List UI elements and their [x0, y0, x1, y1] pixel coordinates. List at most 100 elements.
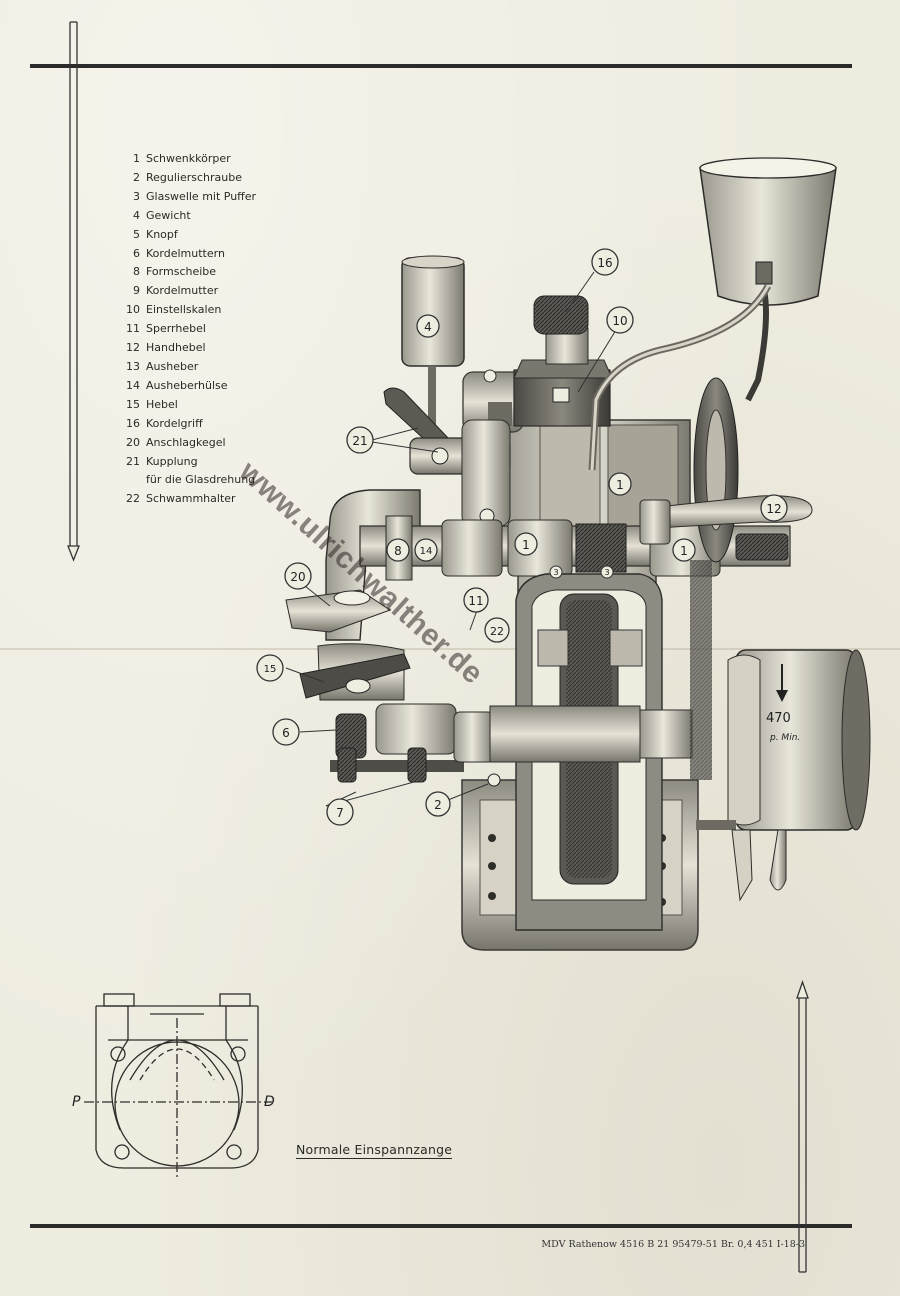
legend-number: 16 — [126, 416, 140, 430]
legend-item: 14 Ausheberhülse — [120, 377, 320, 396]
legend-label: Schwenkkörper — [146, 152, 231, 165]
legend-number: 8 — [133, 265, 140, 279]
callout-1-right: 1 — [672, 538, 696, 562]
callout-label: 1 — [522, 538, 530, 552]
callout-label: 14 — [420, 546, 433, 557]
callout-8: 8 — [386, 538, 410, 562]
callout-7: 7 — [326, 798, 354, 826]
callout-label: 4 — [424, 320, 432, 334]
callout-label: 20 — [290, 570, 305, 584]
callout-label: 3 — [553, 568, 558, 577]
legend-number: 12 — [126, 341, 140, 355]
motor-unit-label: p. Min. — [769, 733, 800, 743]
callout-11: 11 — [463, 587, 489, 613]
callout-22: 22 — [484, 617, 510, 643]
legend-label: Knopf — [146, 227, 178, 241]
legend-item: 2 Regulierschraube — [120, 169, 320, 188]
legend-item: 20 Anschlagkegel — [120, 434, 320, 453]
legend-number: 3 — [133, 189, 140, 203]
callout-label: 21 — [352, 434, 367, 448]
legend-label: Kordelmuttern — [146, 246, 225, 260]
legend-label: Gewicht — [146, 208, 191, 222]
callout-label: 1 — [616, 478, 624, 492]
legend-number: 1 — [133, 152, 140, 165]
legend-item: 6 Kordelmuttern — [120, 245, 320, 264]
legend-item: 8 Formscheibe — [120, 263, 320, 282]
legend-label: Schwammhalter — [146, 492, 236, 506]
callout-label: 2 — [434, 798, 442, 812]
sponge-cup — [588, 157, 837, 471]
legend-label: Anschlagkegel — [146, 435, 226, 449]
legend-item: 1 Schwenkkörper — [120, 150, 320, 169]
callout-1-top: 1 — [608, 472, 632, 496]
legend-item: 21 Kupplung für die Glasdrehung — [120, 453, 320, 491]
detail-mark-left: P — [72, 1094, 81, 1110]
callout-label: 7 — [336, 806, 344, 820]
legend-label: Sperrhebel — [146, 322, 206, 336]
callout-label: 11 — [468, 594, 483, 608]
legend-number: 11 — [126, 322, 140, 336]
legend-number: 21 — [126, 454, 140, 468]
callout-3-right: 3 — [600, 565, 614, 579]
callout-label: 8 — [394, 544, 402, 558]
legend-item: 13 Ausheber — [120, 358, 320, 377]
legend-item: 22 Schwammhalter — [120, 490, 320, 509]
callout-2: 2 — [425, 791, 451, 817]
legend-number: 14 — [126, 378, 140, 392]
lower-shaft — [330, 703, 693, 787]
legend-label: Ausheberhülse — [146, 378, 228, 392]
legend-number: 20 — [126, 435, 140, 449]
legend-item: 3 Glaswelle mit Puffer — [120, 188, 320, 207]
legend-label: Glaswelle mit Puffer — [146, 189, 257, 203]
legend-item: 5 Knopf — [120, 226, 320, 245]
callout-label: 12 — [766, 502, 781, 516]
callout-4: 4 — [416, 314, 440, 338]
legend-label: Formscheibe — [146, 265, 217, 279]
printer-imprint: MDV Rathenow 4516 B 21 95479-51 Br. 0,4 … — [541, 1239, 805, 1250]
legend-number: 6 — [133, 246, 140, 260]
legend-label: Kupplung für die Glasdrehung — [146, 454, 256, 487]
legend-number: 9 — [133, 284, 140, 298]
margin-arrow-right — [796, 980, 809, 1273]
legend-number: 2 — [133, 170, 140, 184]
legend-number: 5 — [133, 227, 140, 241]
legend-item: 11 Sperrhebel — [120, 320, 320, 339]
callout-20: 20 — [284, 562, 312, 590]
legend-number: 22 — [126, 492, 140, 506]
callout-label: 10 — [612, 314, 627, 328]
weight-part — [401, 255, 465, 438]
detail-caption: Normale Einspannzange — [296, 1142, 453, 1159]
callout-label: 1 — [680, 544, 688, 558]
callout-label: 6 — [282, 726, 290, 740]
parts-legend: 1 Schwenkkörper 2 Regulierschraube 3 Glaswe… — [120, 150, 320, 509]
legend-number: 13 — [126, 359, 140, 373]
legend-label: Ausheber — [146, 359, 199, 373]
callout-1-left: 1 — [514, 532, 538, 556]
legend-label: Regulierschraube — [146, 170, 243, 184]
detail-mark-right: D — [264, 1094, 275, 1110]
legend-number: 15 — [126, 397, 140, 411]
top-knob-assembly — [513, 295, 613, 427]
legend-label: Einstellskalen — [146, 303, 222, 317]
callout-15: 15 — [256, 654, 284, 682]
legend-number: 10 — [126, 303, 140, 317]
legend-item: 4 Gewicht — [120, 207, 320, 226]
callout-3-left: 3 — [549, 565, 563, 579]
callout-label: 22 — [490, 625, 504, 638]
legend-item: 10 Einstellskalen — [120, 301, 320, 320]
callout-14: 14 — [414, 538, 438, 562]
legend-label: Kordelgriff — [146, 416, 203, 430]
chuck-detail-drawing — [84, 993, 272, 1180]
motor-rpm-label: 470 — [766, 711, 791, 726]
callout-16: 16 — [591, 248, 619, 276]
paper-fold — [0, 648, 900, 650]
motor-drum — [696, 649, 871, 902]
legend-number: 4 — [133, 208, 140, 222]
callout-label: 15 — [264, 664, 277, 675]
callout-label: 3 — [604, 568, 609, 577]
top-rule — [30, 64, 852, 68]
callout-10: 10 — [606, 306, 634, 334]
margin-arrow-left — [67, 21, 80, 562]
